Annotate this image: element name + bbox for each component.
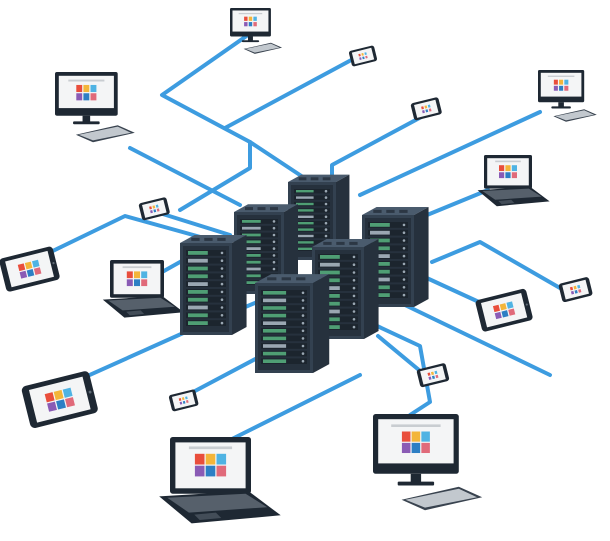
connection-wire-4 [128, 146, 242, 207]
connection-wire-11 [430, 240, 562, 290]
connection-wire-6 [358, 110, 542, 197]
smartphone-icon [410, 97, 442, 121]
connection-wire-15 [376, 334, 427, 377]
connection-wire-3 [178, 140, 252, 212]
tablet-icon [475, 288, 533, 332]
client-devices [0, 8, 597, 524]
server-cluster [180, 174, 429, 373]
desktop-monitor-icon [538, 70, 597, 122]
desktop-monitor-icon [373, 414, 483, 511]
connection-wire-9 [28, 214, 224, 264]
laptop-icon [477, 155, 550, 207]
smartphone-icon [348, 45, 378, 67]
laptop-icon [102, 260, 184, 318]
connection-wire-1 [160, 28, 317, 187]
desktop-monitor-icon [230, 8, 283, 54]
server-rack-icon [362, 206, 429, 307]
server-rack-icon [255, 274, 330, 373]
connection-wire-17 [228, 373, 362, 442]
smartphone-icon [416, 363, 450, 388]
server-rack-icon [180, 234, 247, 335]
desktop-monitor-icon [55, 72, 135, 143]
smartphone-icon [168, 389, 199, 412]
tablet-icon [0, 246, 60, 292]
laptop-icon [159, 437, 281, 524]
smartphone-icon [138, 197, 170, 221]
tablet-icon [21, 371, 98, 428]
smartphone-icon [558, 277, 593, 303]
connection-wire-2 [223, 56, 357, 130]
